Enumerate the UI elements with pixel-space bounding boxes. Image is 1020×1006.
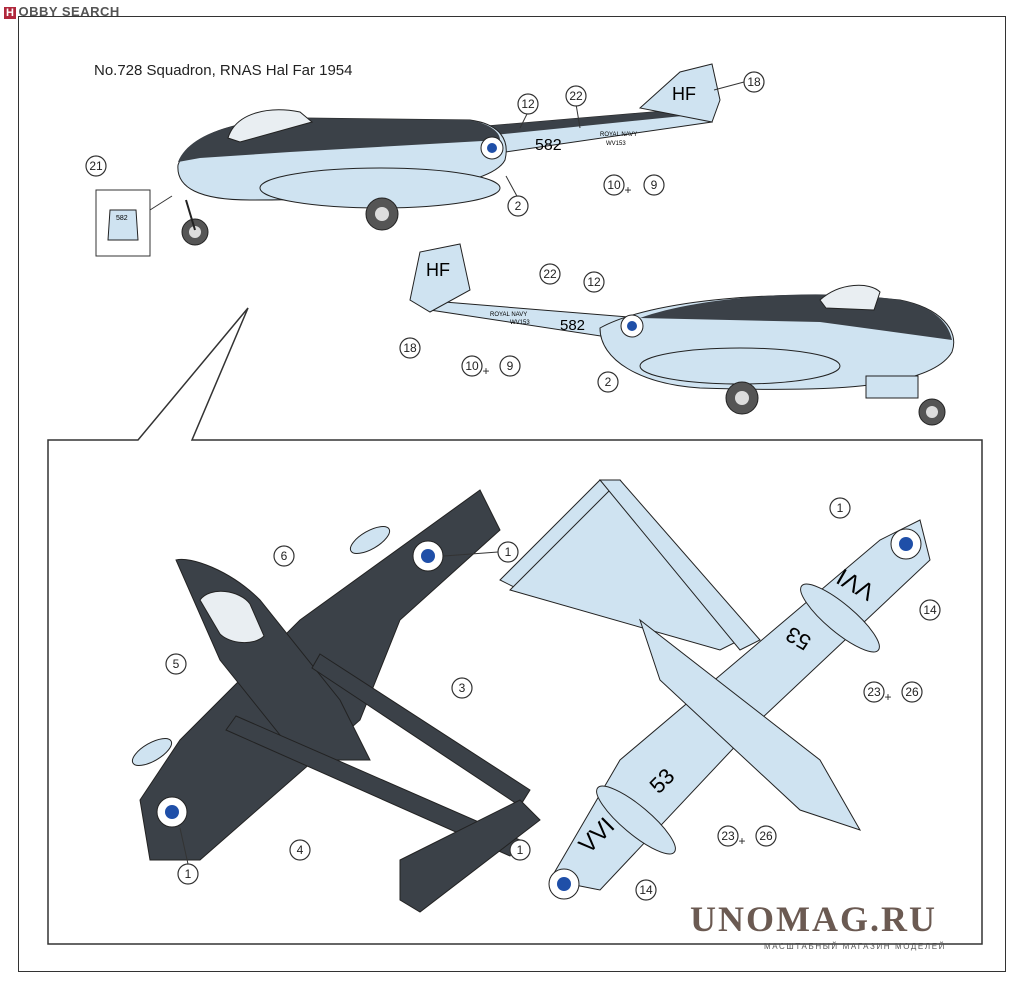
callout-1-bottom-left: 1 xyxy=(509,839,531,861)
callout-1-bottom-right: 1 xyxy=(829,497,851,519)
svg-text:2: 2 xyxy=(605,375,612,389)
plus-bottom-left: + xyxy=(738,834,745,848)
svg-text:23: 23 xyxy=(867,685,881,699)
fuselage-serial-left: 582 xyxy=(535,137,562,154)
svg-text:22: 22 xyxy=(543,267,557,281)
plus-left: + xyxy=(624,183,631,197)
callout-14-right: 14 xyxy=(919,599,941,621)
callout-2-left: 2 xyxy=(507,195,529,217)
svg-text:12: 12 xyxy=(521,97,535,111)
callout-3: 3 xyxy=(451,677,473,699)
callout-26-right: 26 xyxy=(901,681,923,703)
callout-23-left: 23 xyxy=(717,825,739,847)
fuselage-serial-right: 582 xyxy=(560,317,585,334)
callout-14-left: 14 xyxy=(635,879,657,901)
svg-text:1: 1 xyxy=(505,545,512,559)
callout-9-right: 9 xyxy=(499,355,521,377)
svg-text:18: 18 xyxy=(747,75,761,89)
svg-text:1: 1 xyxy=(837,501,844,515)
unomag-watermark: UNOMAG.RU xyxy=(690,899,937,939)
svg-text:1: 1 xyxy=(185,867,192,881)
callout-10-right: 10 xyxy=(461,355,483,377)
callout-9-left: 9 xyxy=(643,174,665,196)
callout-12-left: 12 xyxy=(517,93,539,115)
nose-detail-drawing xyxy=(107,209,139,241)
callout-22-left: 22 xyxy=(565,85,587,107)
callout-26-left: 26 xyxy=(755,825,777,847)
callout-1-top-right: 1 xyxy=(497,541,519,563)
side-view-right xyxy=(409,243,955,426)
callout-10-left: 10 xyxy=(603,174,625,196)
svg-text:9: 9 xyxy=(651,178,658,192)
bottom-view xyxy=(499,479,931,900)
tail-code-left: HF xyxy=(672,84,696,104)
top-view xyxy=(131,489,541,913)
plus-right: + xyxy=(482,364,489,378)
svg-text:22: 22 xyxy=(569,89,583,103)
outer-frame xyxy=(18,16,1006,972)
svg-text:14: 14 xyxy=(639,883,653,897)
svg-text:12: 12 xyxy=(587,275,601,289)
callout-5: 5 xyxy=(165,653,187,675)
svg-text:10: 10 xyxy=(607,178,621,192)
side-view-left xyxy=(177,63,721,246)
svg-text:4: 4 xyxy=(297,843,304,857)
plus-bottom-right: + xyxy=(884,690,891,704)
svg-text:3: 3 xyxy=(459,681,466,695)
svg-text:14: 14 xyxy=(923,603,937,617)
callout-1-top-left: 1 xyxy=(177,863,199,885)
nose-number: 582 xyxy=(116,215,128,222)
navy-text-left: ROYAL NAVY xyxy=(600,132,637,138)
callout-23-right: 23 xyxy=(863,681,885,703)
navy-text-right: ROYAL NAVY xyxy=(490,312,527,318)
unomag-watermark-subtitle: МАСШТАБНЫЙ МАГАЗИН МОДЕЛЕЙ xyxy=(764,942,946,951)
svg-text:9: 9 xyxy=(507,359,514,373)
callout-22-right: 22 xyxy=(539,263,561,285)
callout-12-right: 12 xyxy=(583,271,605,293)
svg-text:5: 5 xyxy=(173,657,180,671)
boom-serial-left: WV153 xyxy=(606,141,626,147)
callout-18-left: 18 xyxy=(743,71,765,93)
svg-text:2: 2 xyxy=(515,199,522,213)
inset-frame xyxy=(47,307,983,945)
svg-text:23: 23 xyxy=(721,829,735,843)
detail-leader xyxy=(149,195,173,211)
svg-text:26: 26 xyxy=(905,685,919,699)
svg-text:21: 21 xyxy=(89,159,103,173)
svg-text:18: 18 xyxy=(403,341,417,355)
callout-4: 4 xyxy=(289,839,311,861)
tail-code-right: HF xyxy=(426,260,450,280)
callout-18-right: 18 xyxy=(399,337,421,359)
callout-6: 6 xyxy=(273,545,295,567)
callout-21: 21 xyxy=(85,155,107,177)
svg-text:1: 1 xyxy=(517,843,524,857)
svg-text:6: 6 xyxy=(281,549,288,563)
svg-text:10: 10 xyxy=(465,359,479,373)
callout-2-right: 2 xyxy=(597,371,619,393)
scheme-title: No.728 Squadron, RNAS Hal Far 1954 xyxy=(94,62,353,79)
svg-text:26: 26 xyxy=(759,829,773,843)
boom-serial-right: WV153 xyxy=(510,320,530,326)
